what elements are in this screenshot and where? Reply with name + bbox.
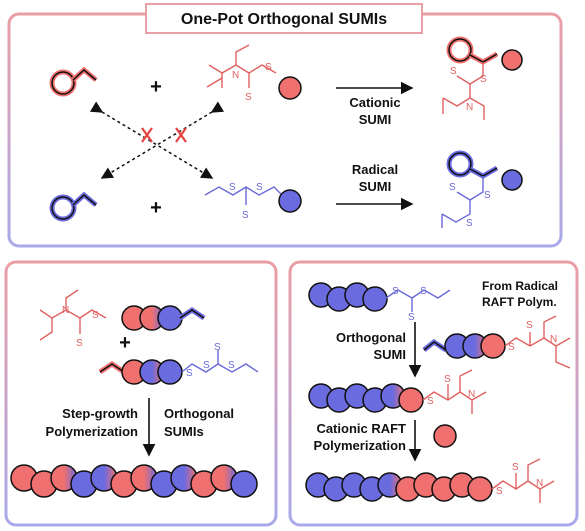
page-title: One-Pot Orthogonal SUMIs	[181, 11, 387, 28]
cationic-raft-label: Cationic RAFT	[316, 421, 406, 436]
s-atom: S	[496, 486, 503, 497]
s-atom: S	[450, 66, 457, 77]
diblock-macro-cta	[308, 369, 487, 414]
plus-bottom-left: +	[119, 332, 131, 354]
plus-top: +	[150, 76, 162, 98]
n-atom: N	[466, 102, 473, 113]
orthogonal-sumi-label: SUMI	[374, 347, 407, 362]
n-atom: N	[468, 389, 475, 400]
radical-product	[441, 150, 523, 228]
alternating-polymer-chain	[10, 464, 258, 498]
s-atom: S	[214, 342, 221, 353]
step-growth-label: Step-growth	[62, 406, 138, 421]
title-box	[145, 3, 423, 34]
s-atom: S	[484, 190, 491, 201]
blue-trithiocarbonate-cta	[204, 186, 302, 213]
bottom-right-panel	[288, 260, 579, 527]
s-atom: S	[526, 320, 533, 331]
orthogonal-sumis-label: Orthogonal	[164, 406, 234, 421]
s-atom: S	[408, 312, 415, 323]
radical-label: SUMI	[359, 179, 392, 194]
step-growth-label: Polymerization	[46, 424, 139, 439]
s-atom: S	[512, 462, 519, 473]
n-atom: N	[536, 478, 543, 489]
s-atom: S	[427, 396, 434, 407]
s-atom: S	[76, 338, 83, 349]
red-dithiocarbamate-monomer	[39, 289, 206, 341]
blue-vinyl-monomer	[49, 191, 98, 222]
s-atom: S	[203, 360, 210, 371]
cationic-product	[442, 36, 523, 120]
s-atom: S	[466, 218, 473, 229]
n-atom: N	[62, 305, 69, 316]
red-dithiocarbamate-cta	[206, 44, 302, 100]
n-atom: N	[550, 334, 557, 345]
s-atom: S	[449, 182, 456, 193]
radical-label: Radical	[352, 162, 398, 177]
s-atom: S	[228, 360, 235, 371]
orthogonal-sumis-label: SUMIs	[164, 424, 204, 439]
s-atom: S	[444, 374, 451, 385]
plus-bottom: +	[150, 197, 162, 219]
blue-raft-polymer	[308, 282, 451, 312]
s-atom: S	[480, 74, 487, 85]
from-radical-label: From Radical	[482, 279, 558, 293]
block-copolymer	[305, 458, 555, 503]
cationic-label: SUMI	[359, 112, 392, 127]
s-atom: S	[256, 182, 263, 193]
red-x-marks	[141, 127, 187, 143]
orthogonal-sumi-label: Orthogonal	[336, 330, 406, 345]
from-radical-label: RAFT Polym.	[482, 295, 557, 309]
s-atom: S	[392, 286, 399, 297]
red-vinyl-monomer	[49, 66, 98, 97]
s-atom: S	[508, 342, 515, 353]
s-atom: S	[265, 62, 272, 73]
s-atom: S	[229, 182, 236, 193]
red-monomer-ball	[433, 424, 457, 448]
red-cta-monomer-right	[422, 315, 571, 369]
s-atom: S	[245, 92, 252, 103]
cationic-label: Cationic	[349, 95, 400, 110]
cationic-raft-label: Polymerization	[314, 438, 407, 453]
s-atom: S	[92, 310, 99, 321]
s-atom: S	[420, 286, 427, 297]
n-atom: N	[232, 70, 239, 81]
s-atom: S	[186, 368, 193, 379]
s-atom: S	[242, 210, 249, 221]
blue-trithiocarbonate-monomer	[98, 350, 259, 385]
bottom-left-panel	[4, 260, 278, 527]
